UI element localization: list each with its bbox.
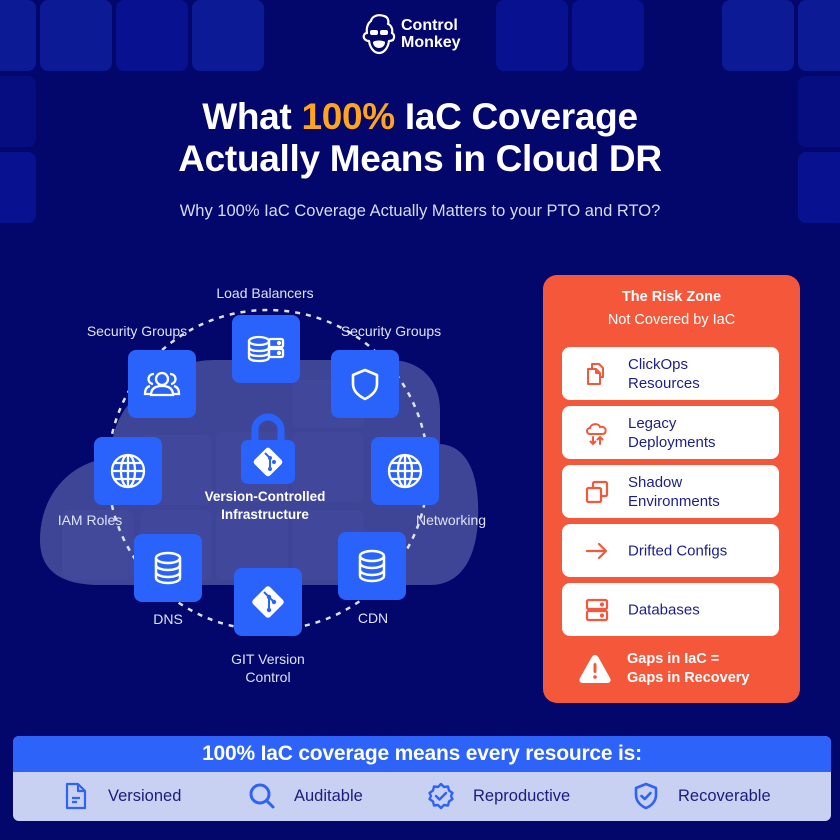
copy-document-icon bbox=[587, 363, 604, 385]
page-subtitle: Why 100% IaC Coverage Actually Matters t… bbox=[179, 202, 661, 220]
logo-text-line1: Control bbox=[401, 17, 458, 34]
cloud-sync-icon bbox=[586, 423, 607, 446]
shield-icon bbox=[351, 368, 379, 401]
label-cdn: CDN bbox=[357, 610, 389, 626]
server-stack-icon bbox=[585, 598, 609, 622]
property-auditable: Auditable bbox=[248, 782, 363, 810]
arrow-right-icon bbox=[585, 542, 608, 560]
label-security-groups-left: Security Groups bbox=[86, 323, 188, 339]
label-iam-roles: IAM Roles bbox=[57, 512, 123, 528]
coverage-properties-panel: 100% IaC coverage means every resource i… bbox=[13, 736, 831, 821]
logo-text-line2: Monkey bbox=[401, 34, 461, 51]
label-security-groups-right: Security Groups bbox=[340, 323, 442, 339]
label-dns: DNS bbox=[153, 611, 183, 627]
risk-zone-footer: Gaps in IaC =Gaps in Recovery bbox=[577, 648, 787, 692]
coverage-heading: 100% IaC coverage means every resource i… bbox=[13, 736, 831, 772]
search-icon bbox=[249, 783, 275, 809]
node-cdn[interactable] bbox=[338, 532, 406, 600]
node-iam-roles[interactable] bbox=[94, 437, 162, 505]
property-reproductive: Reproductive bbox=[427, 782, 570, 810]
users-group-icon bbox=[143, 371, 181, 397]
monkey-logo-icon bbox=[362, 14, 396, 55]
globe-icon bbox=[110, 453, 146, 489]
control-monkey-logo: Control Monkey bbox=[362, 12, 482, 56]
node-git-version-control[interactable] bbox=[234, 568, 302, 636]
risk-item-drifted[interactable]: Drifted Configs bbox=[562, 524, 779, 577]
title-highlight: 100% bbox=[301, 96, 395, 137]
node-security-groups-shield[interactable] bbox=[331, 350, 399, 418]
database-icon bbox=[154, 551, 182, 585]
center-label: Version-Controlled Infrastructure bbox=[204, 489, 326, 522]
label-git-version-control: GIT Version Control bbox=[231, 651, 305, 685]
globe-icon bbox=[387, 453, 423, 489]
badge-check-icon bbox=[428, 782, 454, 810]
risk-zone-subtitle: Not Covered by IaC bbox=[607, 312, 736, 328]
node-networking[interactable] bbox=[371, 437, 439, 505]
node-load-balancers[interactable] bbox=[232, 315, 300, 383]
shield-check-icon bbox=[634, 782, 658, 810]
label-networking: Networking bbox=[415, 512, 487, 528]
risk-item-databases[interactable]: Databases bbox=[562, 583, 779, 636]
node-dns[interactable] bbox=[134, 534, 202, 602]
duplicate-windows-icon bbox=[585, 480, 609, 504]
risk-zone-title: The Risk Zone bbox=[621, 289, 722, 305]
document-icon bbox=[65, 782, 87, 810]
lock-git-icon bbox=[241, 413, 295, 484]
page-title: What 100% IaC Coverage Actually Means in… bbox=[178, 96, 662, 179]
node-security-groups-users[interactable] bbox=[128, 350, 196, 418]
label-load-balancers: Load Balancers bbox=[216, 285, 314, 301]
database-server-icon bbox=[247, 335, 285, 363]
git-icon bbox=[252, 586, 284, 618]
risk-zone-panel: The Risk Zone Not Covered by IaC ClickOp… bbox=[543, 275, 800, 703]
warning-icon bbox=[579, 655, 611, 683]
property-recoverable: Recoverable bbox=[632, 782, 771, 810]
database-icon bbox=[358, 549, 386, 583]
property-versioned: Versioned bbox=[62, 782, 181, 810]
